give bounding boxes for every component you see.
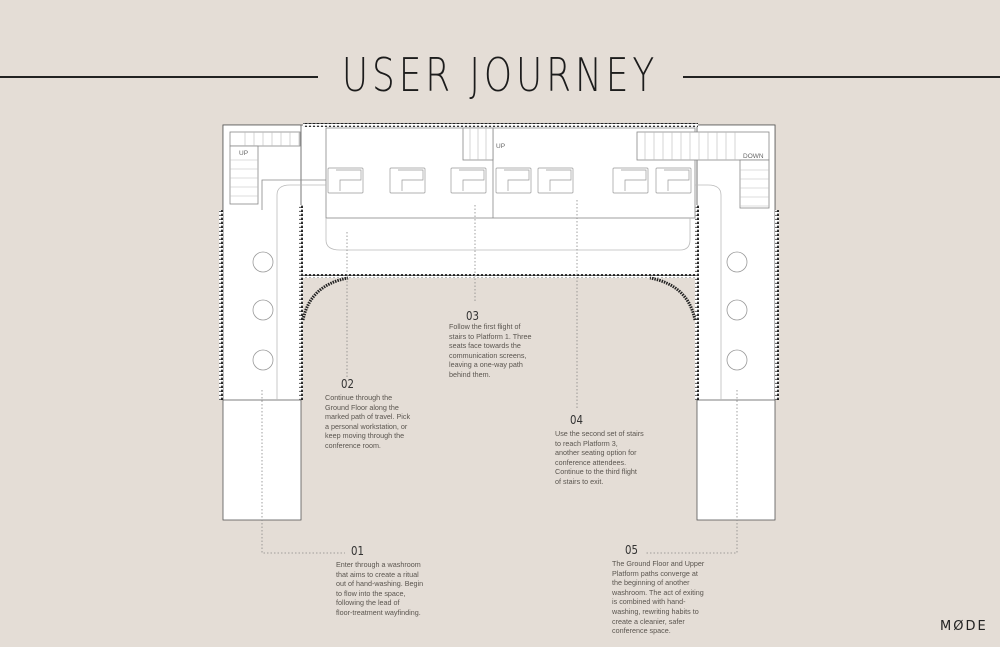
seat-icon (327, 167, 364, 194)
seat-frame (450, 167, 487, 194)
stair-treads (230, 128, 769, 207)
basin-icon (726, 349, 748, 371)
seats (327, 167, 692, 194)
journey-leader-lines (261, 200, 738, 554)
title-rule-left (0, 76, 318, 78)
seat-frame (537, 167, 574, 194)
step-02-number: 02 (341, 377, 354, 391)
step-02-text: Continue through the Ground Floor along … (325, 393, 411, 450)
step-04-text: Use the second set of stairs to reach Pl… (555, 429, 644, 486)
seat-icon (450, 167, 487, 194)
seat-frame (495, 167, 532, 194)
seat-icon (537, 167, 574, 194)
seat-back (664, 169, 690, 191)
basin-icon (252, 299, 274, 321)
step-04-number: 04 (570, 413, 583, 427)
seat-back (504, 169, 530, 191)
seat-back (459, 169, 485, 191)
step-01-number: 01 (351, 544, 364, 558)
seat-back (546, 169, 572, 191)
basin-icon (726, 299, 748, 321)
washbasins (252, 251, 748, 371)
hatched-walls (219, 123, 779, 400)
seat-frame (389, 167, 426, 194)
seat-frame (612, 167, 649, 194)
seat-back (336, 169, 362, 191)
seat-icon (612, 167, 649, 194)
title-rule-right (683, 76, 1000, 78)
step-01-text: Enter through a washroom that aims to cr… (336, 560, 424, 617)
seat-back (398, 169, 424, 191)
step-03-number: 03 (466, 309, 479, 323)
basin-icon (252, 251, 274, 273)
seat-icon (655, 167, 692, 194)
basin-icon (726, 251, 748, 273)
brand-logo: MØDE (940, 619, 988, 634)
basin-icon (252, 349, 274, 371)
seat-back (621, 169, 647, 191)
seat-icon (389, 167, 426, 194)
stair-label-up-left: UP (239, 150, 248, 157)
stair-label-down: DOWN (743, 153, 764, 160)
stair-label-up-center: UP (496, 143, 505, 150)
seat-frame (655, 167, 692, 194)
seat-frame (327, 167, 364, 194)
page-title: USER JOURNEY (341, 48, 659, 102)
seat-icon (495, 167, 532, 194)
step-03-text: Follow the first flight of stairs to Pla… (449, 322, 532, 379)
step-05-text: The Ground Floor and Upper Platform path… (612, 559, 705, 636)
step-05-number: 05 (625, 543, 638, 557)
